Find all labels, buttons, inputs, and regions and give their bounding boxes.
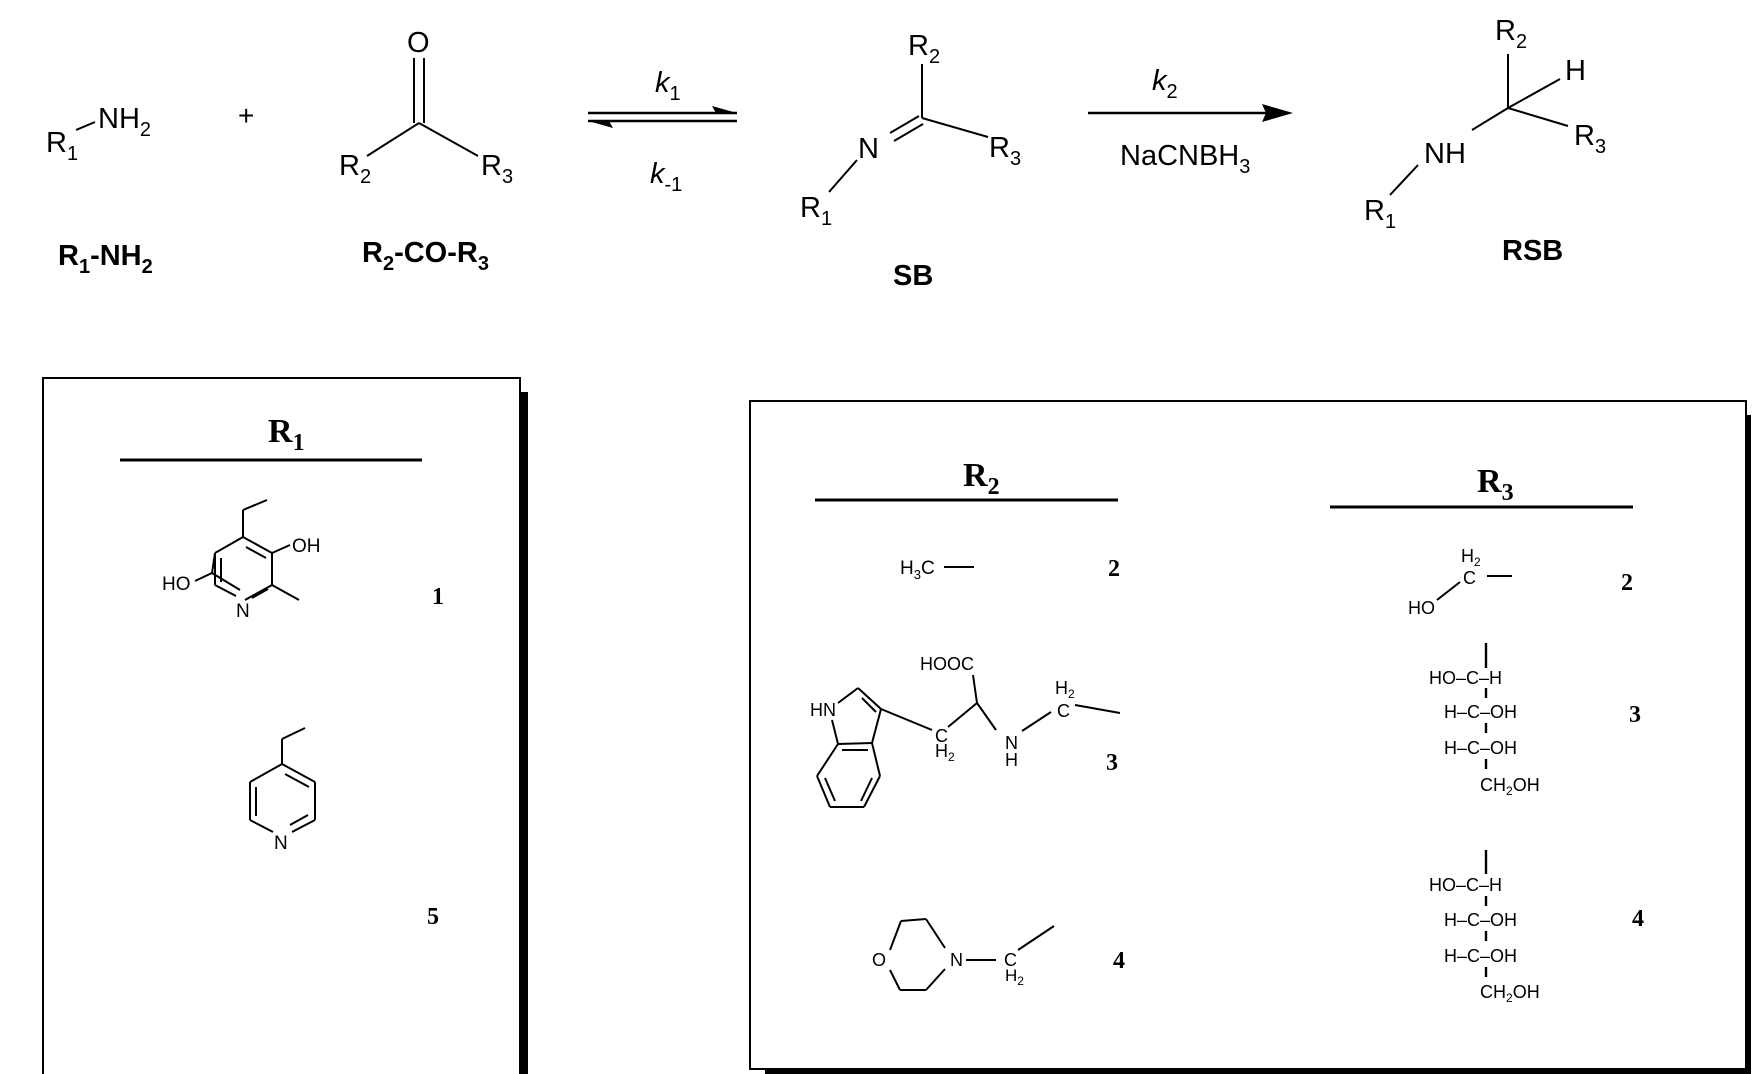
svg-text:H–C–OH: H–C–OH [1444,702,1517,722]
r2-header: R2 [963,457,1000,500]
svg-text:R1: R1 [46,127,78,165]
r2-structure-3: HOOC HN C H2 N H [810,654,1121,808]
svg-text:H2: H2 [935,741,955,764]
r3-header: R3 [1477,463,1514,506]
r3-number-2: 2 [1621,570,1633,596]
svg-text:H2: H2 [1461,546,1481,569]
svg-text:k1: k1 [655,67,681,105]
svg-text:H: H [1565,55,1586,87]
svg-text:NH: NH [1424,138,1466,170]
svg-text:R2: R2 [339,150,371,188]
svg-text:N: N [274,833,288,854]
r2-structure-2: H3C [900,558,974,582]
svg-text:N: N [236,601,250,622]
svg-text:R1: R1 [800,192,832,230]
r2-number-4: 4 [1113,948,1125,974]
svg-text:SB: SB [893,260,933,292]
svg-text:R1: R1 [1364,195,1396,233]
svg-text:N: N [858,133,879,165]
reduction-arrow: k2 NaCNBH3 [1088,65,1293,178]
svg-text:O: O [407,27,430,59]
equilibrium-arrows: k1 k-1 [588,67,737,196]
svg-text:H: H [1005,750,1018,770]
r1-structure-5: N [249,727,316,854]
r1-substituent-panel: R1 HO N OH 1 [42,377,528,1074]
svg-text:C: C [1004,950,1017,970]
compound-number-5: 5 [427,904,439,930]
svg-text:HO: HO [162,574,191,595]
svg-text:H–C–OH: H–C–OH [1444,946,1517,966]
r2-structure-4: O N C H2 [872,918,1055,991]
svg-text:HO–C–H: HO–C–H [1429,668,1502,688]
svg-text:R3: R3 [481,150,513,188]
r1-structure-1: HO N OH [162,499,321,622]
svg-text:CH2OH: CH2OH [1480,982,1540,1005]
r3-structure-2: H2 C HO [1408,546,1512,618]
svg-text:HOOC: HOOC [920,654,974,674]
compound-number-1: 1 [432,584,444,610]
svg-text:H–C–OH: H–C–OH [1444,910,1517,930]
svg-text:NaCNBH3: NaCNBH3 [1120,140,1250,178]
svg-text:k2: k2 [1152,65,1178,103]
r2-number-3: 3 [1106,750,1118,776]
svg-text:NH2: NH2 [98,103,151,141]
r3-structure-3: HO–C–H H–C–OH H–C–OH CH2OH [1429,643,1540,798]
svg-text:HO: HO [1408,598,1435,618]
r3-number-3: 3 [1629,702,1641,728]
svg-text:H2: H2 [1055,678,1075,701]
svg-text:RSB: RSB [1502,235,1563,267]
svg-text:R2: R2 [908,30,940,68]
amine-reactant: R1 NH2 R1-NH2 [46,103,153,278]
svg-text:OH: OH [292,536,321,557]
svg-text:k-1: k-1 [650,158,682,196]
svg-text:C: C [1463,568,1476,588]
svg-text:N: N [1005,733,1018,753]
svg-text:HO–C–H: HO–C–H [1429,875,1502,895]
svg-text:HN: HN [810,700,836,720]
schiff-base-intermediate: R2 N R3 R1 SB [800,30,1021,292]
svg-text:H2: H2 [1005,966,1024,988]
reduced-schiff-base-product: R2 H R3 NH R1 RSB [1364,15,1606,267]
svg-text:R3: R3 [989,132,1021,170]
svg-text:H3C: H3C [900,558,935,582]
svg-text:H–C–OH: H–C–OH [1444,738,1517,758]
r3-structure-4: HO–C–H H–C–OH H–C–OH CH2OH [1429,850,1540,1005]
svg-text:O: O [872,950,886,970]
svg-text:CH2OH: CH2OH [1480,775,1540,798]
r3-number-4: 4 [1632,906,1644,932]
r2-number-2: 2 [1108,556,1120,582]
r1-header: R1 [268,413,305,456]
svg-text:C: C [1057,701,1070,721]
plus-sign: + [238,100,254,131]
r2-r3-substituent-panel: R2 R3 H3C 2 HOOC HN [749,400,1751,1074]
svg-text:N: N [950,950,963,970]
svg-text:R1-NH2: R1-NH2 [58,240,153,278]
svg-text:R3: R3 [1574,120,1606,158]
svg-text:C: C [935,726,948,746]
ketone-reactant: O R2 R3 R2-CO-R3 [339,27,513,275]
svg-text:R2: R2 [1495,15,1527,53]
svg-text:R2-CO-R3: R2-CO-R3 [362,237,489,275]
